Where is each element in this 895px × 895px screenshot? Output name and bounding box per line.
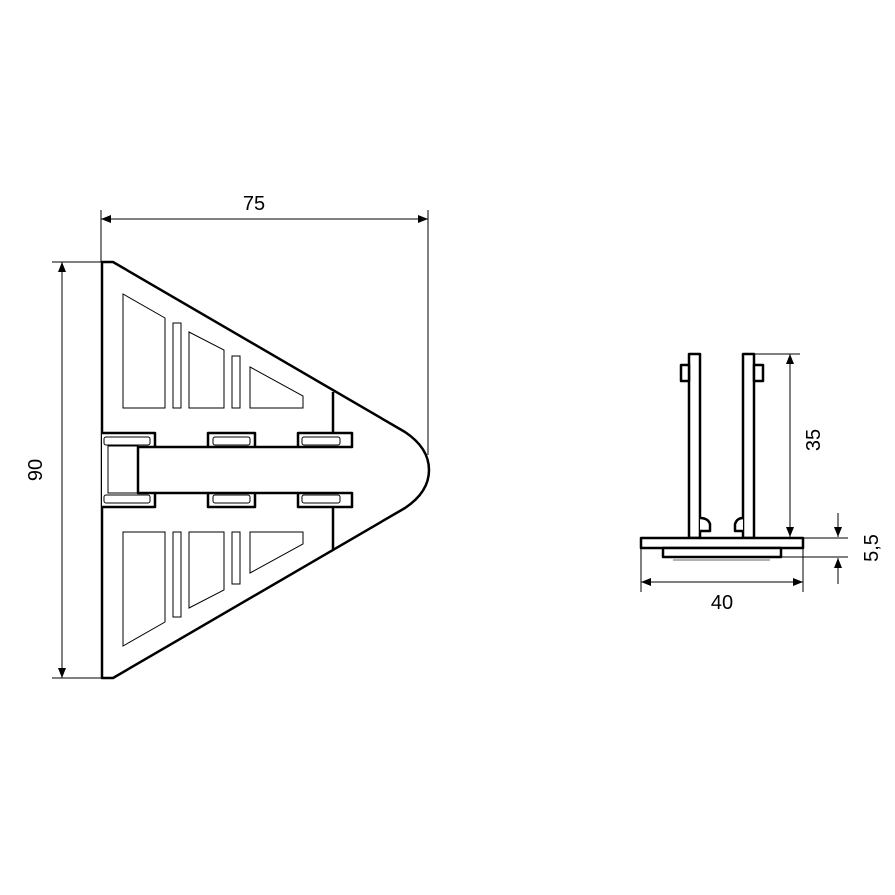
dimension-label-base-width: 40 <box>711 592 733 614</box>
cutouts-bottom <box>122 531 304 647</box>
dimension-label-height: 90 <box>25 459 47 481</box>
dimension-base-width: 40 <box>640 548 804 614</box>
dimension-post-height: 35 <box>754 353 825 537</box>
dimension-label-base-thickness: 5,5 <box>861 534 883 562</box>
top-view: 75 90 <box>25 193 431 680</box>
cutouts-top <box>122 293 304 409</box>
side-view: 35 5,5 40 <box>639 352 883 614</box>
dimension-base-thickness: 5,5 <box>781 513 883 584</box>
slot-channel <box>102 431 354 509</box>
dimension-height: 90 <box>25 261 102 679</box>
dimension-label-post-height: 35 <box>803 429 825 451</box>
dimension-label-width: 75 <box>243 193 265 215</box>
dimension-width: 75 <box>100 193 429 455</box>
